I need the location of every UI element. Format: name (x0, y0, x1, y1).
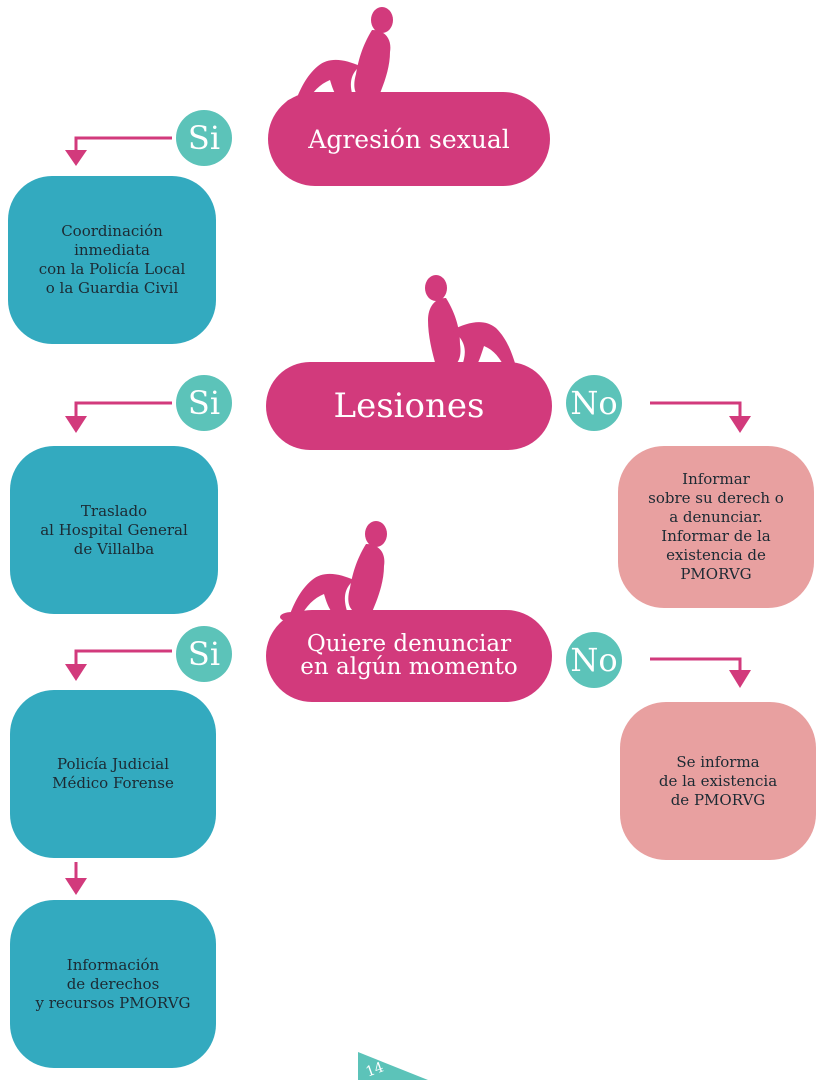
connector-si-3 (74, 649, 172, 666)
answer-no-3: No (566, 632, 622, 688)
woman-sitting-icon (280, 521, 387, 623)
answer-si-2: Si (176, 375, 232, 431)
node-lesiones: Lesiones (266, 362, 552, 450)
box-traslado: Traslado al Hospital General de Villalba (10, 446, 218, 614)
answer-si-1: Si (176, 110, 232, 166)
connector-no-2 (650, 401, 742, 418)
connector-si-2 (74, 401, 172, 418)
node-label: Lesiones (333, 386, 485, 426)
arrow-down-icon (65, 878, 87, 895)
connector-no-3 (650, 657, 742, 672)
answer-label: No (570, 641, 618, 679)
arrow-down-icon (65, 664, 87, 681)
box-text: Traslado al Hospital General de Villalba (40, 501, 188, 558)
connector-si-1 (74, 136, 172, 152)
box-text: Coordinación inmediata con la Policía Lo… (38, 222, 186, 297)
box-informacion: Información de derechos y recursos PMORV… (10, 900, 216, 1068)
answer-label: Si (187, 119, 221, 157)
arrow-down-icon (65, 416, 87, 433)
box-text: Policía Judicial Médico Forense (52, 755, 174, 792)
box-se-informa: Se informa de la existencia de PMORVG (620, 702, 816, 860)
answer-label: Si (187, 384, 221, 422)
answer-label: Si (187, 635, 221, 673)
arrow-down-icon (729, 416, 751, 433)
node-agresion-sexual: Agresión sexual (268, 92, 550, 186)
woman-sitting-icon (425, 275, 526, 376)
box-text: Información de derechos y recursos PMORV… (35, 955, 191, 1012)
box-coordinacion: Coordinación inmediata con la Policía Lo… (8, 176, 216, 344)
page-number-tab (358, 1052, 428, 1080)
box-text: Informar sobre su derech o a denunciar. … (648, 470, 784, 583)
arrow-down-icon (65, 150, 87, 166)
answer-si-3: Si (176, 626, 232, 682)
box-text: Se informa de la existencia de PMORVG (658, 752, 778, 809)
node-label: Quiere denunciar en algún momento (300, 631, 518, 680)
answer-no-2: No (566, 375, 622, 431)
box-informar: Informar sobre su derech o a denunciar. … (618, 446, 814, 608)
box-policia: Policía Judicial Médico Forense (10, 690, 216, 858)
node-label: Agresión sexual (308, 124, 510, 154)
answer-label: No (570, 384, 618, 422)
arrow-down-icon (729, 670, 751, 688)
node-quiere-denunciar: Quiere denunciar en algún momento (266, 610, 552, 702)
